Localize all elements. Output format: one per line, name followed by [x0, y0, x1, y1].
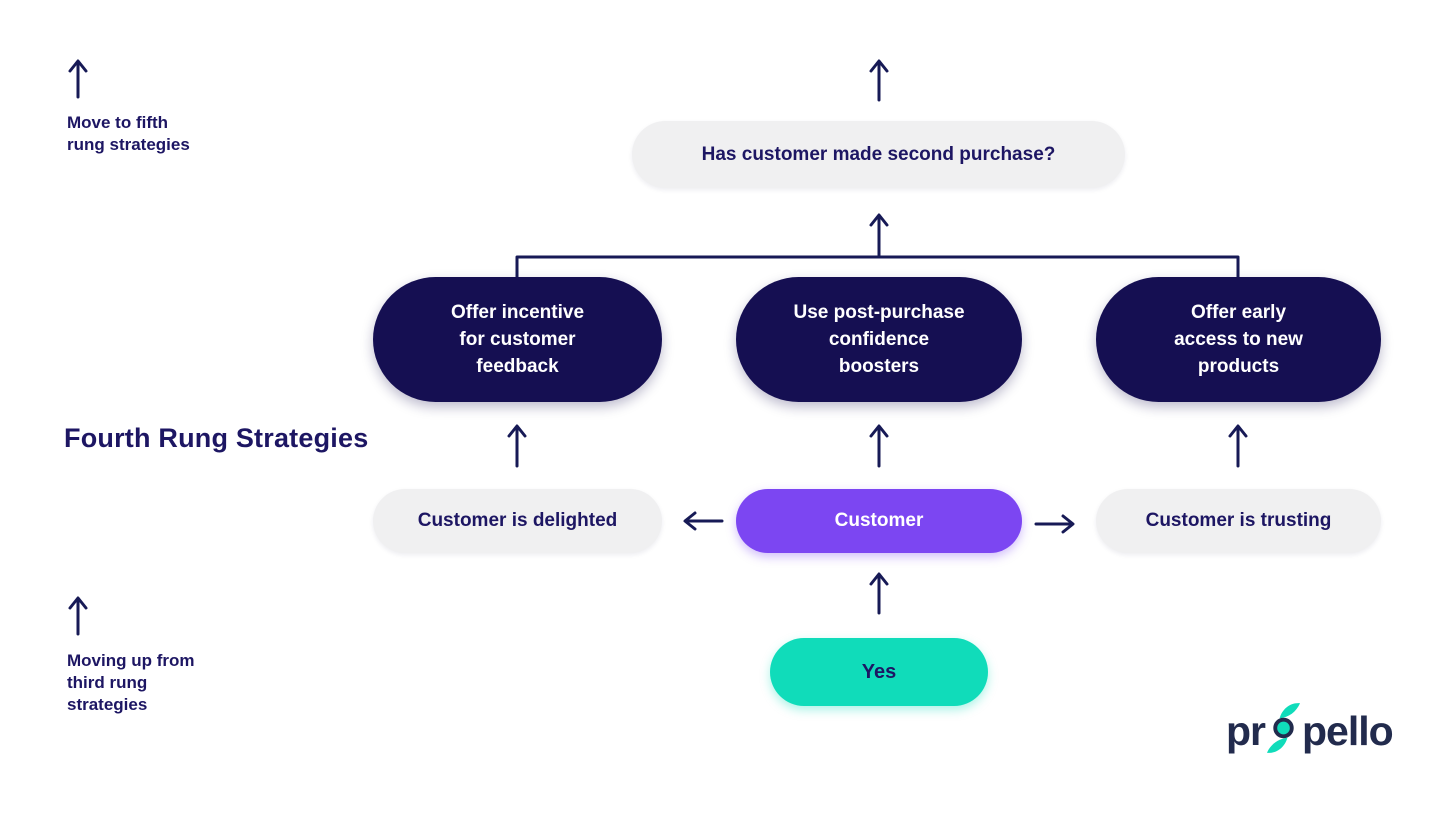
- question-node: Has customer made second purchase?: [632, 121, 1125, 188]
- strategy-node-confidence-boosters: Use post-purchase confidence boosters: [736, 277, 1022, 402]
- state-node-trusting: Customer is trusting: [1096, 489, 1381, 553]
- propeller-icon: [1266, 702, 1301, 753]
- state-node-customer: Customer: [736, 489, 1022, 553]
- propello-logo: pr pello: [1226, 702, 1394, 755]
- logo-text-prefix: pr: [1226, 708, 1266, 754]
- note-moving-up-third-rung: Moving up from third rung strategies: [67, 651, 195, 714]
- note-move-to-fifth-rung: Move to fifth rung strategies: [67, 113, 190, 154]
- branch-connector-line: [515, 255, 1240, 280]
- logo-text-suffix: pello: [1302, 708, 1394, 754]
- answer-node-yes: Yes: [770, 638, 988, 706]
- page-title: Fourth Rung Strategies: [64, 423, 369, 453]
- strategy-node-incentive: Offer incentive for customer feedback: [373, 277, 662, 402]
- state-node-delighted: Customer is delighted: [373, 489, 662, 553]
- strategy-node-early-access: Offer early access to new products: [1096, 277, 1381, 402]
